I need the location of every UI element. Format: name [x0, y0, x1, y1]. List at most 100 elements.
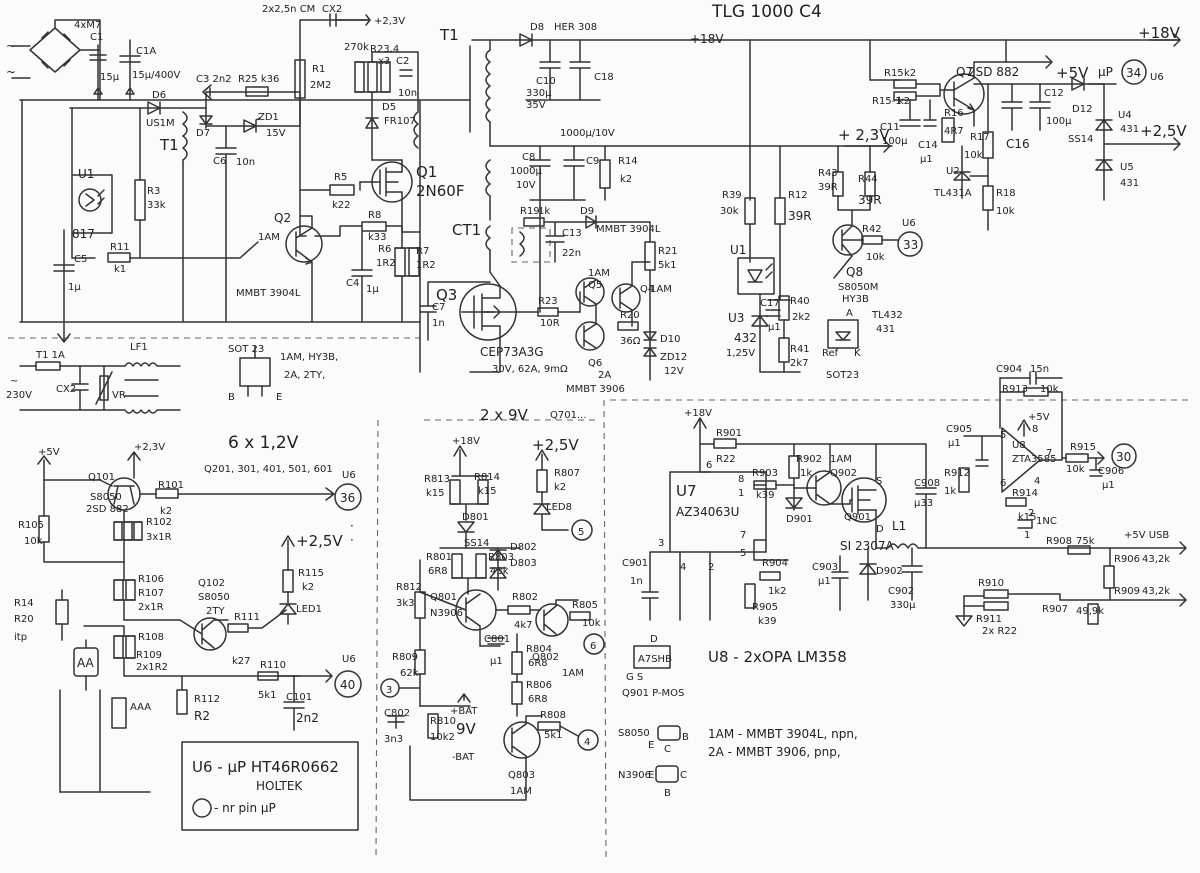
svg-text:6: 6	[1000, 478, 1006, 489]
svg-text:3n3: 3n3	[384, 734, 403, 745]
svg-text:Q102: Q102	[198, 578, 225, 589]
svg-text:5k1: 5k1	[544, 730, 563, 741]
svg-text:R109: R109	[136, 650, 162, 661]
svg-text:39R: 39R	[818, 182, 838, 193]
svg-text:U8: U8	[1012, 440, 1026, 451]
svg-text:C16: C16	[1006, 137, 1030, 151]
svg-text:U7: U7	[676, 482, 697, 500]
svg-text:LED8: LED8	[546, 502, 572, 513]
svg-text:10k: 10k	[1040, 384, 1059, 395]
svg-text:R39: R39	[722, 190, 742, 201]
svg-text:R21: R21	[658, 246, 678, 257]
svg-text:1AM: 1AM	[258, 232, 280, 243]
svg-text:Q3: Q3	[436, 286, 457, 304]
svg-text:US1M: US1M	[146, 118, 175, 129]
svg-text:R15: R15	[884, 68, 904, 79]
svg-text:S8050M: S8050M	[838, 282, 878, 293]
svg-text:R15-1: R15-1	[872, 96, 902, 107]
emi-filter: T1 1A LF1 ~ 230V CX2 VR	[6, 342, 181, 414]
svg-text:FR107: FR107	[384, 116, 416, 127]
svg-text:+5V: +5V	[1056, 64, 1089, 82]
svg-text:R111: R111	[234, 612, 260, 623]
svg-text:µ1: µ1	[920, 154, 933, 165]
svg-text:U2: U2	[946, 166, 960, 177]
svg-text:15µ: 15µ	[100, 72, 120, 83]
svg-text:R105: R105	[18, 520, 44, 531]
svg-text:33: 33	[903, 238, 918, 252]
svg-text:+18V: +18V	[452, 436, 480, 447]
svg-text:HER 308: HER 308	[554, 22, 597, 33]
svg-text:15µ/400V: 15µ/400V	[132, 70, 181, 81]
svg-text:C10: C10	[536, 76, 556, 87]
svg-text:15n: 15n	[1030, 364, 1049, 375]
svg-text:1000µ/10V: 1000µ/10V	[560, 128, 615, 139]
svg-text:+2,3V: +2,3V	[374, 16, 405, 27]
svg-text:R23: R23	[538, 296, 558, 307]
svg-text:C13: C13	[562, 228, 582, 239]
svg-text:SS14: SS14	[464, 538, 489, 549]
svg-text:k2: k2	[554, 482, 566, 493]
svg-text:G S: G S	[626, 672, 643, 683]
svg-text:+18V: +18V	[690, 32, 724, 46]
svg-text:R908: R908	[1046, 536, 1072, 547]
svg-text:S8050: S8050	[90, 492, 122, 503]
svg-text:Q101: Q101	[88, 472, 115, 483]
svg-text:R44: R44	[858, 174, 878, 185]
svg-text:C801: C801	[484, 634, 510, 645]
svg-text:+2,5V: +2,5V	[532, 436, 579, 454]
svg-text:R108: R108	[138, 632, 164, 643]
svg-text:6: 6	[706, 460, 712, 471]
feedback-section: R39 30k R12 39R U1 U3 432 1,25V C17 µ1 R…	[720, 39, 923, 381]
svg-text:CEP73A3G: CEP73A3G	[480, 345, 544, 359]
svg-text:R14: R14	[618, 156, 638, 167]
svg-text:C902: C902	[888, 586, 914, 597]
svg-text:+2,5V: +2,5V	[296, 532, 343, 550]
svg-text:T1: T1	[159, 136, 179, 154]
svg-text:10k: 10k	[964, 150, 983, 161]
svg-text:C903: C903	[812, 562, 838, 573]
svg-text:40: 40	[340, 678, 355, 692]
svg-text:C904: C904	[996, 364, 1022, 375]
svg-text:C3 2n2: C3 2n2	[196, 74, 232, 85]
svg-text:431: 431	[876, 324, 895, 335]
svg-text:C906: C906	[1098, 466, 1124, 477]
svg-text:1000µ: 1000µ	[510, 166, 542, 177]
svg-text:Q901 P-MOS: Q901 P-MOS	[622, 688, 684, 699]
svg-text:2x2,5n CM: 2x2,5n CM	[262, 4, 315, 15]
svg-text:R905: R905	[752, 602, 778, 613]
svg-text:33k: 33k	[147, 200, 166, 211]
svg-text:D: D	[876, 524, 884, 535]
secondary-section: T1 D8 HER 308 C10 330µ 35V C18 +18V +18V…	[419, 22, 1181, 395]
svg-text:R107: R107	[138, 588, 164, 599]
svg-text:E: E	[648, 740, 654, 751]
svg-text:C: C	[664, 744, 671, 755]
svg-text:1AM: 1AM	[830, 454, 852, 465]
svg-text:R801: R801	[426, 552, 452, 563]
svg-text:C4: C4	[346, 278, 359, 289]
svg-text:k22: k22	[332, 200, 351, 211]
svg-text:1NC: 1NC	[1036, 516, 1057, 527]
svg-text:T1 1A: T1 1A	[35, 350, 65, 361]
svg-text:1k2: 1k2	[768, 586, 787, 597]
svg-text:U6: U6	[342, 654, 356, 665]
svg-text:U6: U6	[342, 470, 356, 481]
svg-text:U3: U3	[728, 311, 744, 325]
svg-text:itp: itp	[14, 632, 27, 643]
schematic-title: TLG 1000 C4	[711, 2, 822, 22]
svg-text:R906: R906	[1114, 554, 1140, 565]
svg-text:5: 5	[740, 548, 746, 559]
svg-text:µ33: µ33	[914, 498, 933, 509]
svg-text:k15: k15	[1018, 512, 1037, 523]
svg-text:43,2k: 43,2k	[1142, 554, 1170, 565]
svg-text:C: C	[680, 770, 687, 781]
svg-text:+2,5V: +2,5V	[1140, 122, 1187, 140]
svg-text:4k7: 4k7	[514, 620, 533, 631]
svg-text:3k3: 3k3	[396, 598, 415, 609]
svg-text:22n: 22n	[562, 248, 581, 259]
svg-text:R41: R41	[790, 344, 810, 355]
svg-text:39R: 39R	[788, 209, 812, 223]
svg-text:R18: R18	[996, 188, 1016, 199]
svg-text:432: 432	[734, 331, 757, 345]
svg-text:R17: R17	[970, 132, 990, 143]
